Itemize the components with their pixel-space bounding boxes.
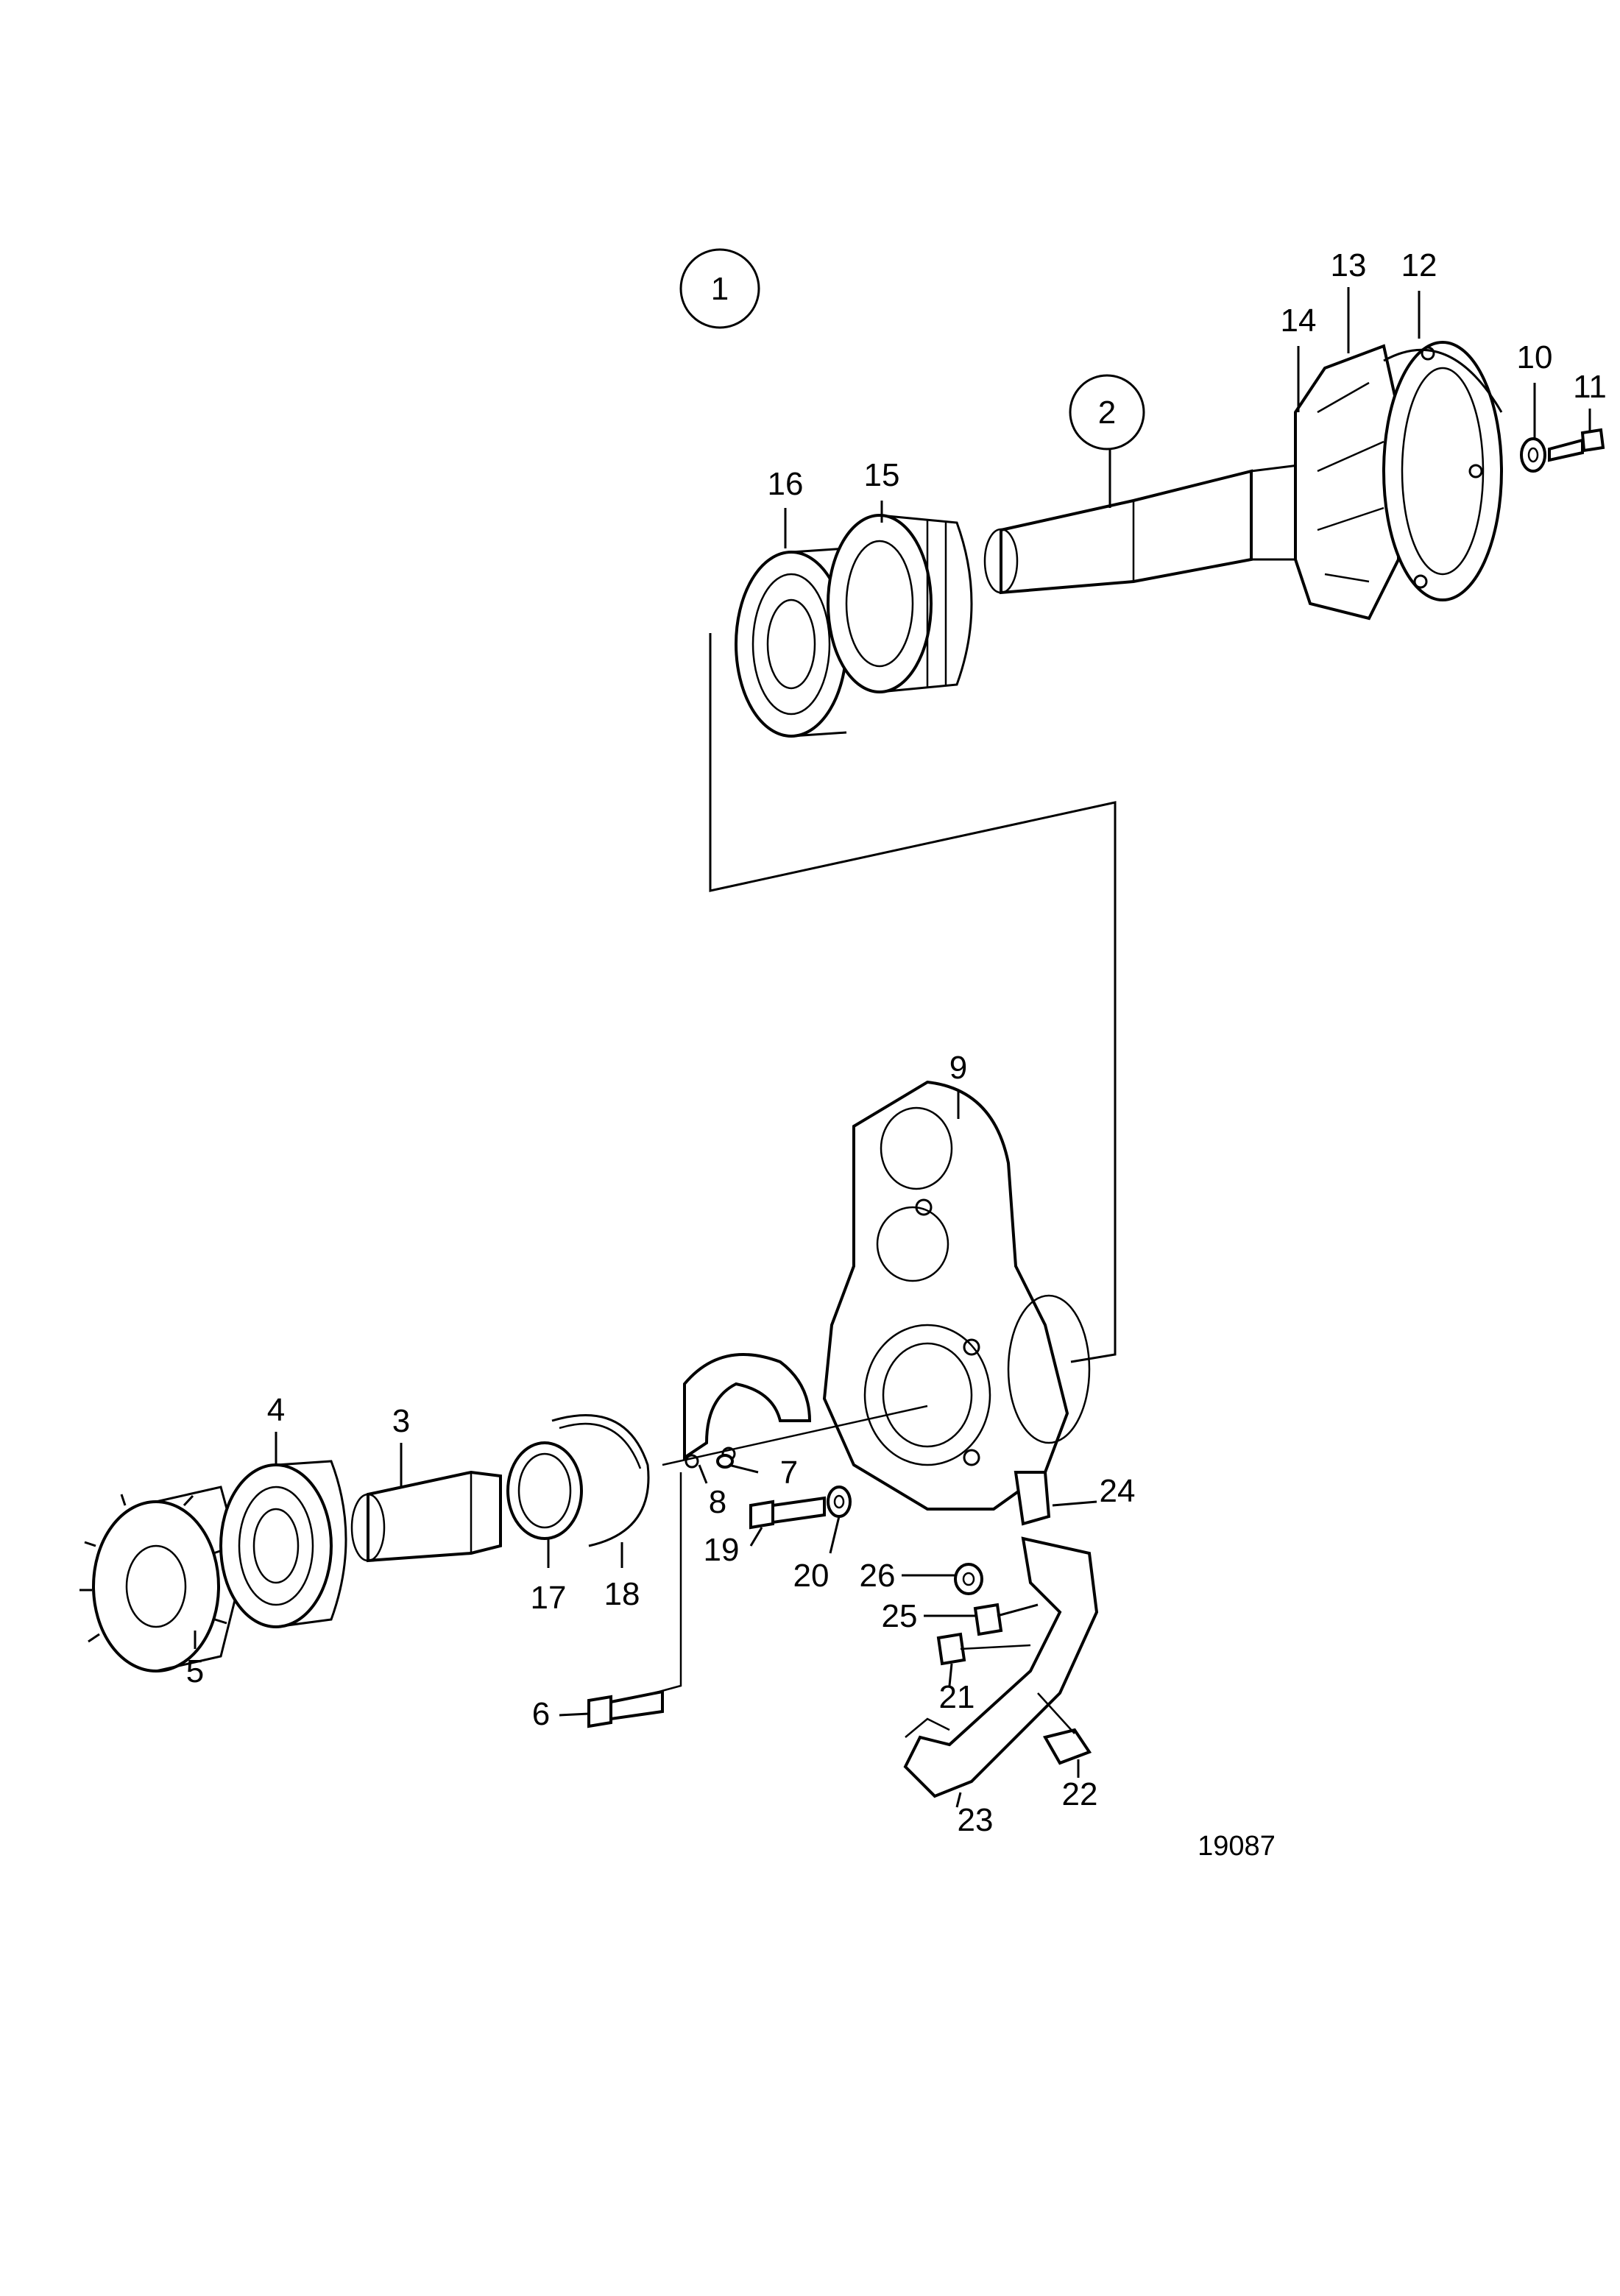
part-2-shaft[interactable]: [983, 462, 1312, 595]
label-15[interactable]: 15: [864, 457, 900, 493]
label-21[interactable]: 21: [939, 1679, 975, 1715]
assembly-callout-2[interactable]: 2: [1069, 374, 1145, 451]
label-17[interactable]: 17: [531, 1580, 567, 1616]
part-20-washer[interactable]: [827, 1486, 852, 1518]
label-25[interactable]: 25: [882, 1598, 918, 1634]
label-16[interactable]: 16: [768, 466, 804, 502]
label-7[interactable]: 7: [780, 1455, 798, 1491]
part-24-elbow[interactable]: [1014, 1471, 1051, 1526]
label-3[interactable]: 3: [392, 1403, 410, 1439]
part-5-gear[interactable]: [79, 1486, 244, 1672]
label-26[interactable]: 26: [860, 1558, 896, 1594]
part-12-pump-cover[interactable]: [1382, 341, 1503, 601]
label-20[interactable]: 20: [793, 1558, 830, 1594]
leader-lines: [194, 287, 1591, 1808]
part-6-bolt[interactable]: [587, 1689, 664, 1728]
label-11[interactable]: 11: [1573, 369, 1607, 405]
part-15-seal[interactable]: [827, 514, 973, 693]
label-22[interactable]: 22: [1062, 1776, 1098, 1812]
part-10-washer[interactable]: [1520, 437, 1546, 473]
label-4[interactable]: 4: [267, 1392, 285, 1428]
part-16-bearing[interactable]: [735, 547, 848, 738]
part-9-timing-housing[interactable]: [822, 1080, 1091, 1511]
part-labels: 3 4 5 6 7 8 9 10 11 12 13 14 15 16 17 18…: [186, 247, 1607, 1838]
shaft-assembly: [735, 341, 1605, 738]
label-24[interactable]: 24: [1100, 1473, 1136, 1509]
part-7-pin[interactable]: [716, 1454, 734, 1469]
axis-line-lower: [662, 1405, 928, 1466]
connector-line-bolt-6: [640, 1472, 682, 1698]
part-8-gasket[interactable]: [683, 1353, 812, 1469]
assembly-callout-1[interactable]: 1: [679, 248, 760, 329]
label-14[interactable]: 14: [1281, 303, 1317, 339]
part-11-bolt[interactable]: [1548, 428, 1605, 462]
label-9[interactable]: 9: [949, 1050, 967, 1086]
part-25-bolt[interactable]: [973, 1603, 1039, 1636]
part-21-plug[interactable]: [936, 1632, 1031, 1666]
part-4-bearing[interactable]: [219, 1460, 347, 1628]
part-17-seal-ring[interactable]: [506, 1441, 583, 1540]
label-23[interactable]: 23: [958, 1802, 994, 1838]
label-12[interactable]: 12: [1401, 247, 1437, 283]
label-6[interactable]: 6: [532, 1696, 550, 1732]
label-19[interactable]: 19: [704, 1532, 740, 1568]
callout-2-text: 2: [1098, 395, 1116, 431]
label-10[interactable]: 10: [1517, 339, 1553, 375]
part-26-washer[interactable]: [954, 1563, 983, 1595]
label-5[interactable]: 5: [186, 1653, 204, 1689]
connector-line-shaft-to-housing: [709, 633, 1117, 1363]
callout-1-text: 1: [711, 271, 729, 307]
label-8[interactable]: 8: [709, 1484, 726, 1520]
part-19-bolt[interactable]: [749, 1496, 826, 1530]
drawing-reference-number: 19087: [1198, 1831, 1276, 1862]
part-18-oring[interactable]: [551, 1414, 650, 1547]
label-18[interactable]: 18: [604, 1576, 640, 1612]
part-22-fitting[interactable]: [1037, 1692, 1092, 1765]
part-23-pipe[interactable]: [903, 1536, 1099, 1798]
part-3-sleeve[interactable]: [350, 1470, 502, 1563]
label-13[interactable]: 13: [1331, 247, 1367, 283]
